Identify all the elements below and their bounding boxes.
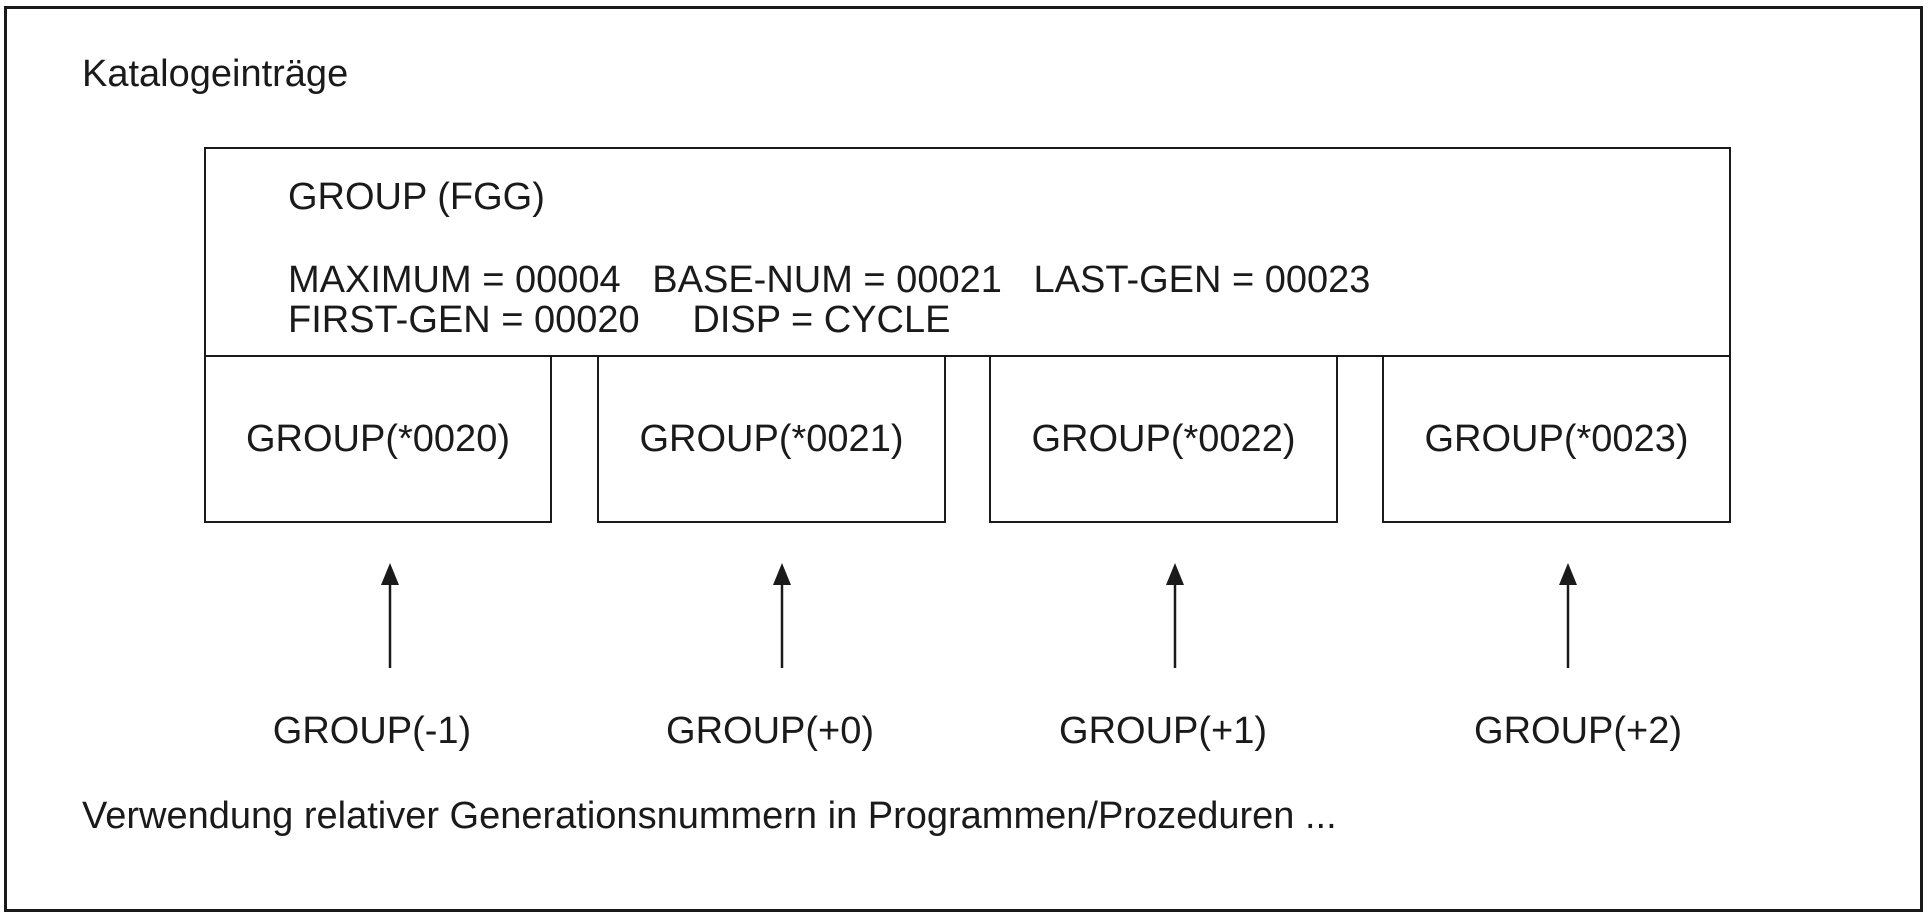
generation-label: GROUP(*0023) [1424,417,1689,460]
relative-ref-plus-0: GROUP(+0) [666,710,874,752]
generation-box-0021: GROUP(*0021) [597,355,946,523]
arrow-1 [381,563,399,668]
generation-box-0023: GROUP(*0023) [1382,355,1731,523]
group-attributes-line-2: FIRST-GEN = 00020 DISP = CYCLE [288,299,951,341]
arrow-3 [1166,563,1184,668]
relative-ref-plus-1: GROUP(+1) [1059,710,1267,752]
relative-ref-minus-1: GROUP(-1) [272,710,472,752]
group-title: GROUP (FGG) [288,176,545,218]
generation-box-0020: GROUP(*0020) [204,355,552,523]
footer-caption: Verwendung relativer Generationsnummern … [82,795,1337,837]
generation-box-0022: GROUP(*0022) [989,355,1338,523]
diagram-frame [4,6,1923,912]
arrow-4 [1559,563,1577,668]
generation-label: GROUP(*0022) [1031,417,1296,460]
generation-label: GROUP(*0020) [246,417,510,460]
relative-ref-plus-2: GROUP(+2) [1474,710,1682,752]
heading: Katalogeinträge [82,53,349,95]
group-attributes-line-1: MAXIMUM = 00004 BASE-NUM = 00021 LAST-GE… [288,259,1371,301]
group-catalog-entry [204,147,1731,357]
generation-label: GROUP(*0021) [639,417,904,460]
arrow-2 [773,563,791,668]
